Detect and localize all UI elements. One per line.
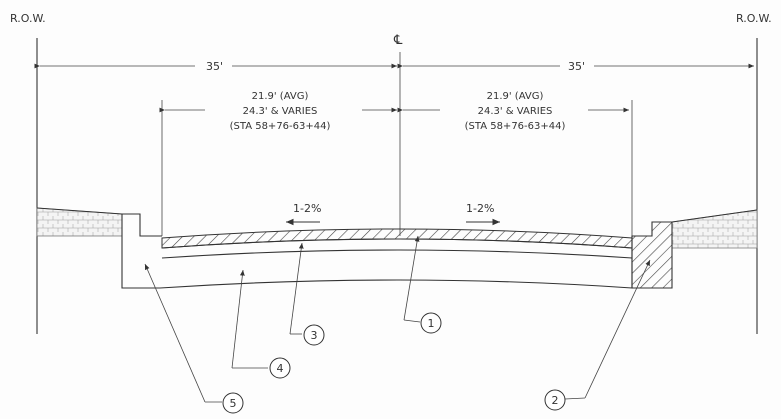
centerline-label: ℄ bbox=[393, 33, 403, 48]
callout2-leader-b bbox=[584, 259, 651, 399]
ground-right bbox=[671, 209, 758, 223]
ground-left bbox=[36, 207, 123, 215]
lane-right-line1: 21.9' (AVG) bbox=[487, 91, 544, 102]
lane-left-line1: 21.9' (AVG) bbox=[252, 91, 309, 102]
lane-left-line2: 24.3' & VARIES bbox=[243, 106, 318, 117]
callout4-leader-b bbox=[231, 269, 245, 369]
asphalt-layer bbox=[161, 228, 633, 249]
callout-3: 3 bbox=[303, 324, 325, 346]
callout-3-label: 3 bbox=[311, 329, 318, 342]
callout3-leader-b bbox=[289, 242, 304, 335]
left-edge-step bbox=[122, 213, 162, 237]
callout-2: 2 bbox=[544, 389, 566, 411]
callout1-leader-a bbox=[403, 319, 421, 323]
callout-1-label: 1 bbox=[428, 317, 435, 330]
callout5-leader-b bbox=[144, 263, 206, 403]
callout-5-label: 5 bbox=[230, 397, 237, 410]
slope-right-label: 1-2% bbox=[466, 202, 494, 215]
curb-hatch-icon bbox=[631, 221, 673, 289]
callout-5: 5 bbox=[222, 392, 244, 414]
callout1-leader-b bbox=[403, 235, 420, 321]
callout-2-label: 2 bbox=[552, 394, 559, 407]
lane-right-line3: (STA 58+76-63+44) bbox=[465, 121, 566, 132]
row-right-label: R.O.W. bbox=[736, 12, 772, 25]
row-left-label: R.O.W. bbox=[10, 12, 46, 25]
dim-total-left-label: 35' bbox=[206, 60, 223, 73]
lane-left-line3: (STA 58+76-63+44) bbox=[230, 121, 331, 132]
callout-4: 4 bbox=[269, 357, 291, 379]
callout-4-label: 4 bbox=[277, 362, 284, 375]
excavation-outline bbox=[121, 214, 633, 289]
slope-left-label: 1-2% bbox=[293, 202, 321, 215]
base-line-1 bbox=[161, 249, 633, 259]
lane-right-line2: 24.3' & VARIES bbox=[478, 106, 553, 117]
pavers-hatch-icon bbox=[36, 207, 123, 237]
callout-1: 1 bbox=[420, 312, 442, 334]
dim-total-right-label: 35' bbox=[568, 60, 585, 73]
